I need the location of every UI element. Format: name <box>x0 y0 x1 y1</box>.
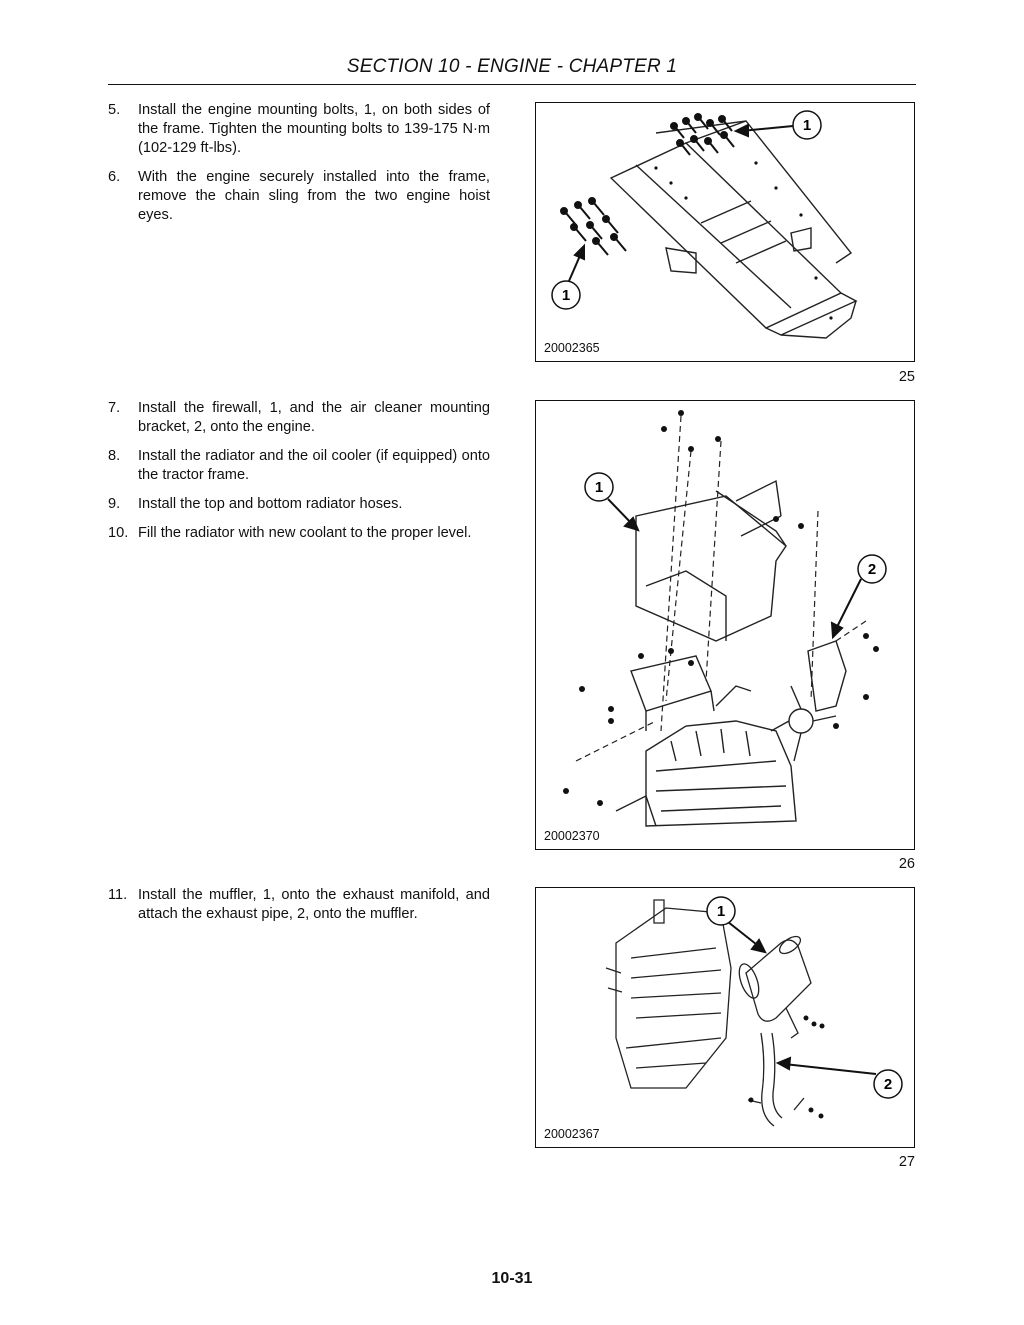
svg-text:1: 1 <box>595 479 603 496</box>
step-number: 7. <box>108 400 121 416</box>
figure-id: 20002365 <box>544 341 600 355</box>
step-list-3: 11. Install the muffler, 1, onto the exh… <box>108 886 490 934</box>
callout-2-exhaust-pipe: 2 <box>873 1069 903 1099</box>
figure-frame-bolts: 1 1 20002365 <box>535 102 915 362</box>
step-text: Install the top and bottom radiator hose… <box>138 496 403 512</box>
figure-id: 20002367 <box>544 1127 600 1141</box>
step-number: 5. <box>108 102 121 118</box>
svg-text:1: 1 <box>717 903 725 920</box>
figure-number: 26 <box>898 856 915 872</box>
step-text: With the engine securely installed into … <box>138 169 490 223</box>
step-item: 8. Install the radiator and the oil cool… <box>108 447 490 485</box>
callout-1-bolts-top: 1 <box>792 110 822 140</box>
bolt-cluster-top <box>670 113 735 156</box>
figure-number: 25 <box>898 369 915 385</box>
callout-1-muffler: 1 <box>706 896 736 926</box>
step-number: 9. <box>108 496 121 512</box>
callout-1-firewall: 1 <box>584 472 614 502</box>
step-number: 8. <box>108 448 121 464</box>
callout-2-air-cleaner-bracket: 2 <box>857 554 887 584</box>
firewall-bracket-illustration: 1 2 <box>563 410 887 827</box>
step-text: Install the radiator and the oil cooler … <box>138 448 490 483</box>
step-list-2: 7. Install the firewall, 1, and the air … <box>108 399 490 553</box>
step-item: 10. Fill the radiator with new coolant t… <box>108 524 490 543</box>
step-item: 6. With the engine securely installed in… <box>108 168 490 225</box>
svg-text:1: 1 <box>562 287 570 304</box>
header-rule <box>108 84 916 85</box>
muffler-exhaust-illustration: 1 2 <box>605 896 903 1127</box>
figure-id: 20002370 <box>544 829 600 843</box>
svg-text:2: 2 <box>884 1076 892 1093</box>
figure-number: 27 <box>898 1154 915 1170</box>
step-list-1: 5. Install the engine mounting bolts, 1,… <box>108 101 490 235</box>
step-text: Fill the radiator with new coolant to th… <box>138 525 472 541</box>
callout-1-bolts-left: 1 <box>551 280 581 310</box>
step-number: 11. <box>108 887 128 903</box>
step-text: Install the firewall, 1, and the air cle… <box>138 400 490 435</box>
step-item: 11. Install the muffler, 1, onto the exh… <box>108 886 490 924</box>
step-text: Install the engine mounting bolts, 1, on… <box>138 102 490 156</box>
step-item: 7. Install the firewall, 1, and the air … <box>108 399 490 437</box>
section-header: SECTION 10 - ENGINE - CHAPTER 1 <box>346 56 678 77</box>
svg-text:2: 2 <box>868 561 876 578</box>
step-text: Install the muffler, 1, onto the exhaust… <box>138 887 490 922</box>
step-number: 10. <box>108 525 129 541</box>
step-item: 9. Install the top and bottom radiator h… <box>108 495 490 514</box>
figure-firewall-bracket: 1 2 20002370 <box>535 400 915 850</box>
step-item: 5. Install the engine mounting bolts, 1,… <box>108 101 490 158</box>
figure-muffler-exhaust: 1 2 20002367 <box>535 887 915 1148</box>
frame-bolts-illustration: 1 1 <box>551 110 858 339</box>
svg-text:1: 1 <box>803 117 811 134</box>
page-number: 10-31 <box>491 1270 533 1287</box>
step-number: 6. <box>108 169 121 185</box>
bolt-cluster-left <box>560 197 627 256</box>
